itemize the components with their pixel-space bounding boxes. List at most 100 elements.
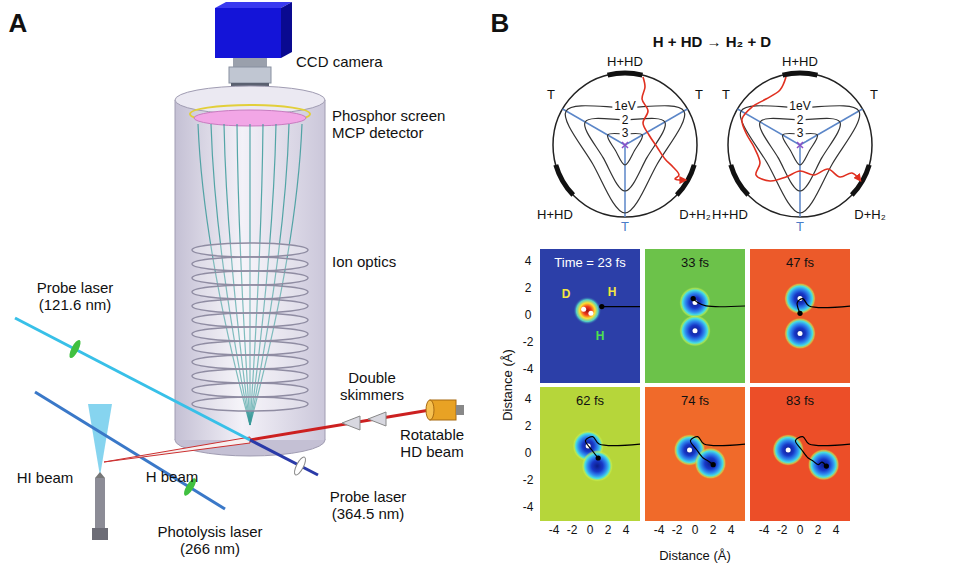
time-label: Time = 23 fs xyxy=(554,256,625,270)
atom-dot xyxy=(786,447,791,452)
axis-tick: 0 xyxy=(587,524,594,538)
axis-tick: -4 xyxy=(523,363,534,377)
trajectory xyxy=(602,306,640,307)
axis-tick: -2 xyxy=(523,336,534,350)
atom-dot xyxy=(599,304,604,309)
trajectory xyxy=(797,299,850,314)
axis-tick: -4 xyxy=(654,524,665,538)
axis-tick: -2 xyxy=(523,474,534,488)
axis-tick: -2 xyxy=(567,524,578,538)
channel-band xyxy=(728,164,750,197)
atom-label: D xyxy=(562,288,571,301)
density-background xyxy=(540,387,640,521)
pes-plot xyxy=(553,71,697,217)
camera-lens xyxy=(233,58,267,67)
axis-tick: 0 xyxy=(525,447,532,461)
contour-label: 2 xyxy=(620,114,631,128)
atom-dot xyxy=(797,311,802,316)
lens xyxy=(292,456,307,477)
contour-label: 3 xyxy=(795,127,806,141)
ion-lens xyxy=(192,285,308,299)
camera-top xyxy=(215,2,292,8)
ion-lens xyxy=(192,299,308,313)
density-background xyxy=(750,249,850,383)
snapshot-panel: Time = 23 fs D H H xyxy=(540,249,640,383)
corner-label: T xyxy=(695,88,703,103)
snapshot-panel: 74 fs xyxy=(645,387,745,521)
nozzle-tip xyxy=(95,472,105,478)
axis-title: Distance (Å) xyxy=(659,549,731,564)
time-label: 83 fs xyxy=(786,394,814,408)
ion-lens xyxy=(192,243,308,257)
symmetry-axis xyxy=(624,145,626,217)
axis-tick: 4 xyxy=(525,255,532,269)
energy-contour xyxy=(585,118,666,191)
pes-plot xyxy=(728,71,872,217)
trajectory xyxy=(742,77,860,181)
chamber-wall xyxy=(175,100,176,440)
axis-tick: 2 xyxy=(525,420,532,434)
axis-tick: -2 xyxy=(672,524,683,538)
pulsed-nozzle xyxy=(95,478,105,528)
snapshot-panel: 47 fs xyxy=(750,249,850,383)
ion-lens xyxy=(192,355,308,369)
corner-label: T xyxy=(870,88,878,103)
channel-label: H+HD xyxy=(712,208,748,223)
axis-tick: 0 xyxy=(797,524,804,538)
time-label: 47 fs xyxy=(786,256,814,270)
ion-lens xyxy=(192,369,308,383)
wavepacket xyxy=(679,315,711,347)
part-label: CCD camera xyxy=(296,53,383,70)
skimmer xyxy=(342,416,360,430)
reaction-title: H + HD → H₂ + D xyxy=(653,33,771,50)
part-label: Phosphor screen MCP detector xyxy=(332,107,457,142)
photolysis-beam xyxy=(35,392,225,509)
wavepacket xyxy=(784,283,816,315)
trajectory xyxy=(795,437,850,467)
axis-tick: -4 xyxy=(549,524,560,538)
atom-dot xyxy=(687,447,692,452)
ion-optics xyxy=(192,243,308,411)
axis-tick: -4 xyxy=(759,524,770,538)
axis-tick: 2 xyxy=(815,524,822,538)
camera-side xyxy=(281,2,292,58)
panel-letter: B xyxy=(491,9,510,39)
atom-dot xyxy=(596,455,601,460)
ion-lens xyxy=(192,397,308,411)
axis-tick: 4 xyxy=(525,393,532,407)
pulsed-nozzle xyxy=(92,528,108,540)
symmetry-axis xyxy=(799,145,801,217)
symmetry-axis xyxy=(800,109,862,145)
wavepacket xyxy=(772,434,804,466)
axis-tick: 4 xyxy=(623,524,630,538)
wavepacket xyxy=(573,297,601,325)
h-beam xyxy=(104,437,250,462)
density-background xyxy=(645,249,745,383)
channel-label: H+HD xyxy=(537,208,573,223)
ccd-camera xyxy=(215,8,281,58)
part-label: HI beam xyxy=(17,469,74,486)
part-label: Photolysis laser (266 nm) xyxy=(145,523,275,558)
atom-label: H xyxy=(608,286,617,299)
vacuum-chamber xyxy=(175,100,325,440)
contour-label: 2 xyxy=(795,114,806,128)
density-background xyxy=(645,387,745,521)
apparatus xyxy=(15,2,464,540)
corner-label: T xyxy=(547,88,555,103)
part-label: Ion optics xyxy=(332,253,396,270)
center-mark xyxy=(797,142,803,148)
snapshot-panel: 83 fs xyxy=(750,387,850,521)
part-label: Probe laser (121.6 nm) xyxy=(25,279,125,314)
contour-label: 1eV xyxy=(787,100,812,114)
corner-label: T xyxy=(796,220,804,235)
axis-tick: 0 xyxy=(692,524,699,538)
axis-tick: -2 xyxy=(777,524,788,538)
lens xyxy=(67,339,82,360)
chamber-wall xyxy=(325,100,326,440)
plot-boundary xyxy=(728,73,872,217)
atom-label: H xyxy=(596,330,605,343)
channel-label: H+HD xyxy=(607,55,643,70)
plot-boundary xyxy=(553,73,697,217)
part-label: H beam xyxy=(146,468,199,485)
